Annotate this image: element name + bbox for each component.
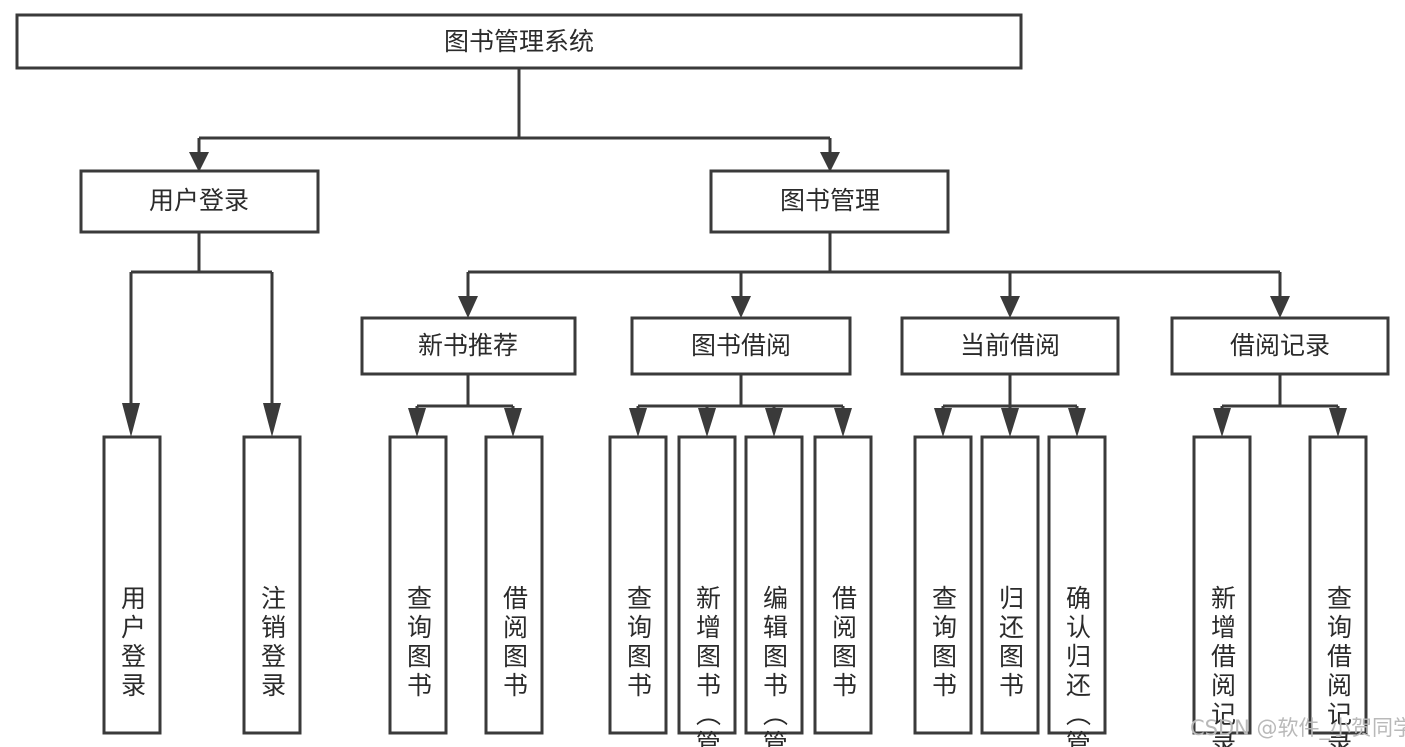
leaf-records-query-record-label: 查询借阅记录 <box>1324 585 1353 747</box>
node-current-borrow[interactable]: 当前借阅 <box>900 316 1120 376</box>
csdn-watermark: CSDN @软件_小贺同学 <box>1190 716 1405 741</box>
leaf-user-login-logout-box[interactable] <box>242 435 302 735</box>
node-user-login-label: 用户登录 <box>149 186 249 215</box>
node-root-box[interactable] <box>15 13 1023 70</box>
leaf-records-add-record-box[interactable] <box>1192 435 1252 735</box>
leaf-borrow-query-book-label: 查询图书 <box>624 585 653 701</box>
leaf-current-return-book-label: 归还图书 <box>996 585 1025 701</box>
leaf-user-login-login-label: 用户登录 <box>118 585 147 701</box>
arrow-head-records-query <box>1329 408 1347 437</box>
leaf-current-confirm-return[interactable]: 确认归还（管理员） <box>1047 435 1107 747</box>
leaf-borrow-lend-book[interactable]: 借阅图书 <box>813 435 873 735</box>
node-new-book-recommend[interactable]: 新书推荐 <box>360 316 577 376</box>
arrow-head-current-query <box>934 408 952 437</box>
leaf-newbook-borrow-book-box[interactable] <box>484 435 544 735</box>
arrow-head-newbook-query <box>408 408 426 437</box>
leaf-user-login-login[interactable]: 用户登录 <box>102 435 162 735</box>
node-user-login[interactable]: 用户登录 <box>79 169 320 234</box>
leaf-current-return-book-box[interactable] <box>980 435 1040 735</box>
node-borrow-records-label: 借阅记录 <box>1230 331 1330 360</box>
node-book-management-label: 图书管理 <box>780 186 880 215</box>
node-book-borrow[interactable]: 图书借阅 <box>630 316 852 376</box>
leaf-current-query-book-box[interactable] <box>913 435 973 735</box>
arrow-head-borrow-lend <box>834 408 852 437</box>
leaf-newbook-query-book-box[interactable] <box>388 435 448 735</box>
leaf-borrow-edit-book-box[interactable] <box>744 435 804 735</box>
leaf-borrow-add-book-label: 新增图书（管理员） <box>693 585 722 747</box>
leaf-borrow-add-book-box[interactable] <box>677 435 737 735</box>
node-root-label: 图书管理系统 <box>444 27 594 56</box>
arrow-head-records <box>1270 296 1290 318</box>
leaf-current-query-book[interactable]: 查询图书 <box>913 435 973 735</box>
arrow-head-newbook-borrow <box>504 408 522 437</box>
leaf-user-login-logout[interactable]: 注销登录 <box>242 435 302 735</box>
node-book-management[interactable]: 图书管理 <box>709 169 950 234</box>
arrow-head-current-return <box>1001 408 1019 437</box>
leaf-newbook-query-book-label: 查询图书 <box>404 585 433 701</box>
leaf-borrow-query-book-box[interactable] <box>608 435 668 735</box>
arrow-head-borrow-query <box>629 408 647 437</box>
leaf-borrow-edit-book[interactable]: 编辑图书（管理员） <box>744 435 804 747</box>
node-new-book-recommend-label: 新书推荐 <box>418 331 518 360</box>
node-user-login-box[interactable] <box>79 169 320 234</box>
leaf-borrow-lend-book-label: 借阅图书 <box>829 585 858 701</box>
leaf-borrow-add-book[interactable]: 新增图书（管理员） <box>677 435 737 747</box>
node-root[interactable]: 图书管理系统 <box>15 13 1023 70</box>
leaf-newbook-borrow-book[interactable]: 借阅图书 <box>484 435 544 735</box>
leaf-borrow-query-book[interactable]: 查询图书 <box>608 435 668 735</box>
leaf-records-add-record[interactable]: 新增借阅记录 <box>1192 435 1252 747</box>
arrow-head-user-login <box>189 152 209 172</box>
arrow-head-new-book <box>458 296 478 318</box>
arrow-head-borrow-edit <box>765 408 783 437</box>
arrow-head-borrow-add <box>698 408 716 437</box>
leaf-current-confirm-return-label: 确认归还（管理员） <box>1063 585 1092 747</box>
node-book-borrow-box[interactable] <box>630 316 852 376</box>
arrow-head-borrow <box>731 296 751 318</box>
node-borrow-records-box[interactable] <box>1170 316 1390 376</box>
leaf-user-login-logout-label: 注销登录 <box>258 585 287 701</box>
arrow-head-records-add <box>1213 408 1231 437</box>
leaf-borrow-edit-book-label: 编辑图书（管理员） <box>760 585 789 747</box>
leaf-newbook-query-book[interactable]: 查询图书 <box>388 435 448 735</box>
node-borrow-records[interactable]: 借阅记录 <box>1170 316 1390 376</box>
arrow-head-leaf-logout <box>263 403 281 437</box>
leaf-user-login-login-box[interactable] <box>102 435 162 735</box>
leaf-current-query-book-label: 查询图书 <box>929 585 958 701</box>
arrow-head-book-mgmt <box>820 152 840 172</box>
leaf-borrow-lend-book-box[interactable] <box>813 435 873 735</box>
leaf-records-query-record[interactable]: 查询借阅记录 <box>1308 435 1368 747</box>
leaf-current-confirm-return-box[interactable] <box>1047 435 1107 735</box>
node-book-borrow-label: 图书借阅 <box>691 331 791 360</box>
leaf-records-add-record-label: 新增借阅记录 <box>1208 585 1237 747</box>
arrow-head-leaf-user-login <box>122 403 140 437</box>
connector-layer <box>122 68 1347 437</box>
node-new-book-recommend-box[interactable] <box>360 316 577 376</box>
leaf-newbook-borrow-book-label: 借阅图书 <box>500 585 529 701</box>
node-current-borrow-box[interactable] <box>900 316 1120 376</box>
leaf-records-query-record-box[interactable] <box>1308 435 1368 735</box>
arrow-head-current-confirm <box>1068 408 1086 437</box>
node-current-borrow-label: 当前借阅 <box>960 331 1060 360</box>
arrow-head-current <box>1000 296 1020 318</box>
node-book-management-box[interactable] <box>709 169 950 234</box>
leaf-current-return-book[interactable]: 归还图书 <box>980 435 1040 735</box>
